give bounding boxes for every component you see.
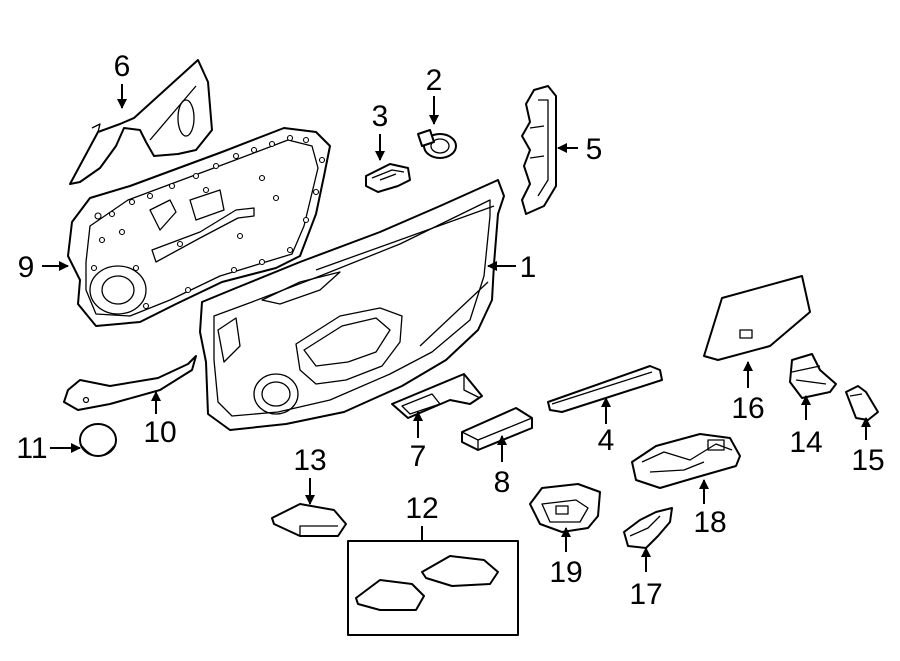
part-6-trim-bezel: [69, 59, 213, 185]
part-14-switch: [789, 353, 837, 399]
part-9-door-panel: [67, 127, 331, 327]
callout-11: 11: [16, 432, 47, 465]
callout-18: 18: [693, 506, 726, 539]
callout-12: 12: [405, 492, 438, 525]
callout-5: 5: [586, 133, 603, 166]
callout-2: 2: [426, 64, 443, 97]
callout-17: 17: [629, 578, 662, 611]
callout-7: 7: [410, 440, 427, 473]
part-5-bracket: [521, 85, 557, 215]
part-13-pad: [271, 503, 347, 537]
callout-1: 1: [520, 251, 537, 284]
callout-3: 3: [372, 100, 389, 133]
callout-15: 15: [851, 444, 884, 477]
part-11-cap: [79, 423, 117, 457]
part-16-panel: [703, 275, 811, 361]
callout-4: 4: [598, 424, 615, 457]
part-17-bracket: [623, 507, 673, 549]
callout-6: 6: [114, 50, 131, 83]
part-15-switch: [845, 385, 879, 421]
callout-14: 14: [789, 426, 822, 459]
part-18-switch-assembly: [631, 433, 741, 489]
part-4-weatherstrip: [547, 365, 663, 413]
part-12-pad-set-box: [347, 540, 519, 636]
part-2-fastener: [417, 129, 457, 159]
callout-13: 13: [293, 444, 326, 477]
leader-lines: [42, 84, 871, 572]
part-19-switch: [529, 483, 601, 533]
part-3-clip: [365, 163, 411, 193]
callout-16: 16: [731, 392, 764, 425]
callout-19: 19: [549, 556, 582, 589]
part-7-switch-bezel: [391, 373, 483, 419]
callout-labels: 6 2 3 5 1 9 10 11 7 8 4 16 14 15 18 17 1…: [16, 50, 884, 611]
part-10-strip: [63, 355, 197, 411]
part-1-door-trim: [199, 179, 505, 431]
callout-9: 9: [18, 251, 35, 284]
callout-8: 8: [494, 466, 511, 499]
callout-10: 10: [143, 416, 176, 449]
part-8-switch-housing: [461, 407, 533, 451]
